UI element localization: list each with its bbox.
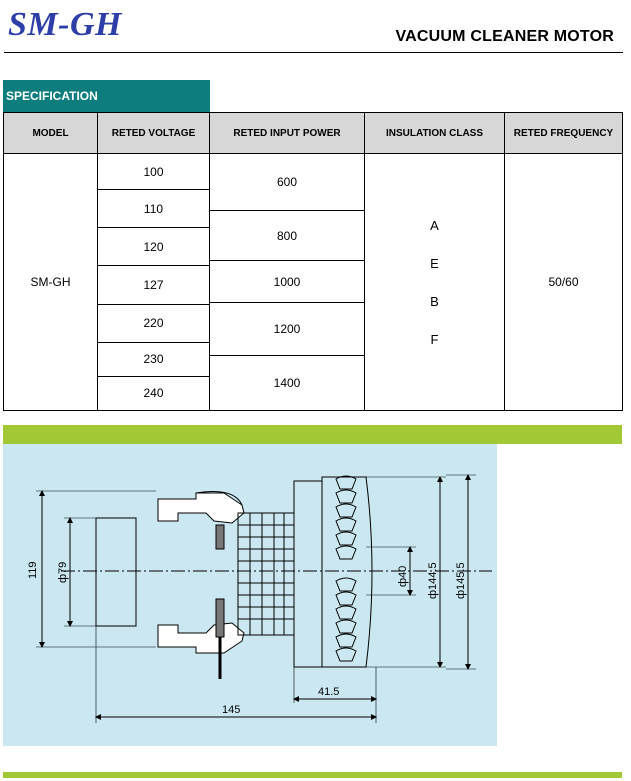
- brand-logo: SM-GH: [8, 6, 122, 43]
- specification-tab: SPECIFICATION: [3, 80, 210, 112]
- fan-flange: [293, 480, 323, 668]
- power-cell: 1400: [273, 376, 301, 390]
- accent-bar-top: [3, 425, 622, 444]
- power-cell: 1200: [273, 322, 301, 336]
- column-header-voltage: RETED VOLTAGE: [97, 112, 210, 154]
- voltage-cell: 120: [97, 227, 210, 267]
- motor-technical-drawing: 119 ф79 ф40 ф144.5 ф145.5 41.5 145: [3, 444, 497, 746]
- dimension-label-phi144-5: ф144.5: [427, 562, 439, 599]
- brush-bracket-top: [157, 492, 245, 524]
- insulation-class: E: [430, 255, 439, 271]
- dimension-labels: 119 ф79 ф40 ф144.5 ф145.5 41.5 145: [27, 561, 467, 716]
- voltage-cell: 127: [97, 265, 210, 305]
- insulation-class: B: [430, 293, 439, 309]
- motor-drawing-svg: 119 ф79 ф40 ф144.5 ф145.5 41.5 145: [27, 474, 492, 723]
- voltage-cell: 100: [97, 152, 210, 191]
- dimension-label-41-5: 41.5: [318, 686, 339, 698]
- dimension-label-119: 119: [27, 561, 39, 579]
- dimension-label-phi79: ф79: [57, 562, 69, 583]
- voltage-cell: 240: [97, 375, 210, 412]
- specification-table: MODEL RETED VOLTAGE RETED INPUT POWER IN…: [3, 112, 623, 412]
- voltage-cell: 230: [97, 341, 210, 377]
- power-column: 600 800 1000 1200 1400: [209, 153, 365, 411]
- motor-housing: [95, 517, 137, 627]
- power-cell: 1000: [273, 274, 301, 289]
- fan-blades: [335, 475, 357, 662]
- model-cell: SM-GH: [3, 153, 98, 411]
- header-divider: [4, 52, 623, 53]
- power-cell: 800: [276, 228, 298, 243]
- table-header-row: MODEL RETED VOLTAGE RETED INPUT POWER IN…: [3, 112, 623, 154]
- dimension-label-phi40: ф40: [397, 566, 409, 587]
- terminal-bottom: [215, 598, 225, 638]
- voltage-cell: 110: [97, 189, 210, 229]
- stator-windings: [237, 512, 295, 636]
- column-header-insulation: INSULATION CLASS: [364, 112, 505, 154]
- insulation-class: F: [430, 331, 439, 347]
- power-cell: 600: [276, 175, 298, 189]
- frequency-cell: 50/60: [504, 153, 623, 411]
- terminal-top: [215, 524, 225, 550]
- accent-bar-bottom: [3, 772, 622, 778]
- insulation-cell: A E B F: [364, 153, 505, 411]
- column-header-power: RETED INPUT POWER: [209, 112, 365, 154]
- fan-cover: [321, 476, 373, 668]
- document-title: VACUUM CLEANER MOTOR: [395, 28, 614, 45]
- column-header-frequency: RETED FREQUENCY: [504, 112, 623, 154]
- voltage-cell: 220: [97, 303, 210, 343]
- column-header-model: MODEL: [3, 112, 98, 154]
- brush-bracket-bottom: [157, 622, 245, 654]
- insulation-class: A: [430, 217, 439, 233]
- dimension-label-145: 145: [222, 704, 240, 716]
- dimension-label-phi145-5: ф145.5: [455, 562, 467, 599]
